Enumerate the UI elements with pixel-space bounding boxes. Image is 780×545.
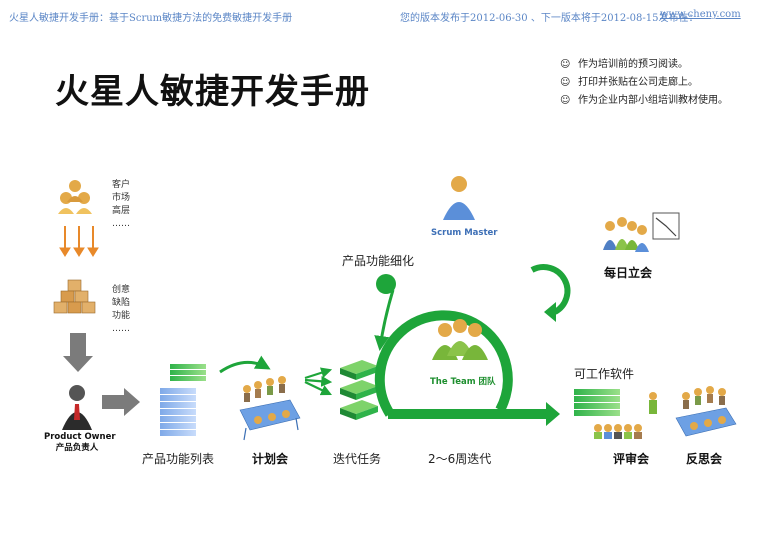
team-label: The Team 团队 [430, 377, 496, 387]
sprint-loop-bottom [388, 409, 518, 419]
sprint-tasks-label: 迭代任务 [333, 452, 382, 466]
daily-standup-icon [603, 217, 649, 252]
daily-standup-label: 每日立会 [604, 266, 653, 280]
working-software-stack [574, 389, 620, 416]
header-link[interactable]: www.cheny.com [660, 9, 741, 20]
product-owner-icon [62, 385, 92, 430]
loop-start-dot [376, 274, 396, 294]
review-label: 评审会 [613, 452, 650, 466]
review-audience-icon [594, 392, 657, 439]
header-right-text: 您的版本发布于2012-06-30 、下一版本将于2012-08-15发布在： [400, 13, 699, 24]
working-software-label: 可工作软件 [574, 367, 635, 381]
sprint-tasks-stack [340, 360, 378, 420]
orange-down-arrows [59, 226, 99, 257]
scrum-master-icon [443, 176, 475, 220]
smiley-icon: ☺ [560, 95, 571, 106]
ideas-boxes-icon [53, 279, 96, 314]
page-title: 火星人敏捷开发手册 [55, 72, 370, 112]
scrum-master-label: Scrum Master [431, 228, 498, 238]
daily-loop-arc [530, 264, 571, 315]
burndown-chart-icon [652, 212, 680, 240]
planning-label: 计划会 [252, 452, 289, 466]
backlog-label: 产品功能列表 [142, 452, 215, 466]
smiley-icon: ☺ [560, 59, 571, 70]
note-item: ☺作为培训前的预习阅读。 [560, 56, 728, 74]
smiley-icon: ☺ [560, 77, 571, 88]
gray-down-arrow [63, 333, 93, 372]
notes-list: ☺作为培训前的预习阅读。 ☺打印并张贴在公司走廊上。 ☺作为企业内部小组培训教材… [560, 56, 728, 110]
output-arrow [518, 402, 560, 426]
retro-meeting-icon [675, 386, 737, 437]
retro-label: 反思会 [686, 452, 723, 466]
backlog-to-planning-arrow [219, 355, 271, 374]
note-item: ☺作为企业内部小组培训教材使用。 [560, 92, 728, 110]
note-item: ☺打印并张贴在公司走廊上。 [560, 74, 728, 92]
product-owner-label: Product Owner 产品负责人 [44, 432, 116, 453]
product-backlog-stack [160, 364, 206, 436]
sprint-length-label: 2～6周迭代 [428, 452, 492, 466]
team-icon [432, 319, 488, 360]
ideas-label: 创意 缺陷 功能 …… [112, 285, 131, 334]
header-left-text: 火星人敏捷开发手册：基于Scrum敏捷方法的免费敏捷开发手册 [9, 13, 293, 24]
refine-arrow [374, 289, 395, 351]
gray-right-arrow [102, 388, 140, 416]
refine-label: 产品功能细化 [342, 254, 415, 268]
planning-to-tasks-arrows [304, 367, 333, 396]
sprint-loop-arc [374, 310, 513, 417]
stakeholders-icon [58, 180, 92, 214]
stakeholders-label: 客户 市场 高层 …… [112, 180, 131, 229]
planning-meeting-icon [239, 376, 301, 441]
